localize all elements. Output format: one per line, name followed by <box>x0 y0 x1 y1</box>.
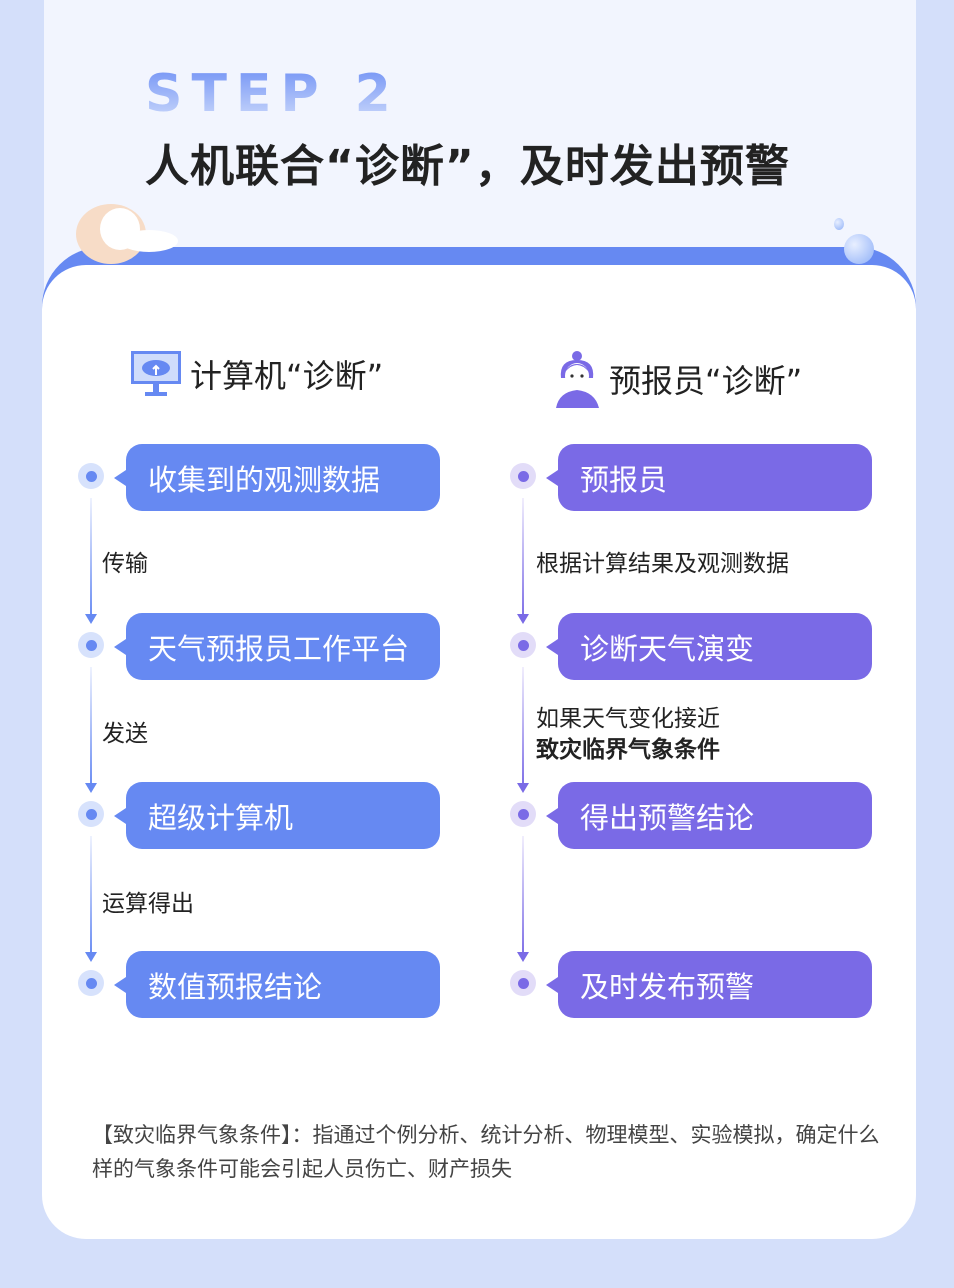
transition-label: 如果天气变化接近 <box>536 706 720 732</box>
arrow-down-icon <box>85 667 97 793</box>
step-label: STEP 2 <box>145 64 400 124</box>
computer-column-title: 计算机“诊断” <box>190 357 384 395</box>
timeline-node <box>78 970 104 996</box>
forecaster-column-title: 预报员“诊断” <box>609 362 803 400</box>
arrow-down-icon <box>517 498 529 624</box>
forecaster-step: 诊断天气演变 <box>546 613 872 680</box>
timeline-node <box>78 463 104 489</box>
transition-label-bold: 致灾临界气象条件 <box>536 737 720 763</box>
timeline-node <box>510 970 536 996</box>
bubble-icon <box>834 218 844 230</box>
computer-step: 天气预报员工作平台 <box>114 613 440 680</box>
arrow-down-icon <box>517 667 529 793</box>
monitor-cloud-icon <box>131 351 181 396</box>
forecaster-step: 预报员 <box>546 444 872 511</box>
cloud-decoration-icon <box>120 230 178 252</box>
arrow-down-icon <box>85 836 97 962</box>
footnote: 【致灾临界气象条件】：指通过个例分析、统计分析、物理模型、实验模拟，确定什么样的… <box>92 1123 880 1181</box>
computer-step: 数值预报结论 <box>114 951 440 1018</box>
computer-step: 超级计算机 <box>114 782 440 849</box>
page-title: 人机联合“诊断”，及时发出预警 <box>145 141 790 192</box>
arrow-down-icon <box>517 836 529 962</box>
transition-label: 传输 <box>102 551 148 577</box>
forecaster-avatar-icon <box>556 351 599 408</box>
computer-column-header: 计算机“诊断” <box>130 350 383 398</box>
transition-label: 根据计算结果及观测数据 <box>536 551 789 577</box>
arrow-down-icon <box>85 498 97 624</box>
transition-label: 运算得出 <box>102 891 194 917</box>
computer-step: 收集到的观测数据 <box>114 444 440 511</box>
timeline-node <box>510 801 536 827</box>
timeline-node <box>510 463 536 489</box>
timeline-node <box>78 632 104 658</box>
forecaster-step: 及时发布预警 <box>546 951 872 1018</box>
timeline-node <box>78 801 104 827</box>
forecaster-step: 得出预警结论 <box>546 782 872 849</box>
transition-label: 发送 <box>102 721 148 747</box>
content-card <box>42 265 916 1239</box>
timeline-node <box>510 632 536 658</box>
bubble-icon <box>844 234 874 264</box>
forecaster-column-header: 预报员“诊断” <box>555 350 802 408</box>
